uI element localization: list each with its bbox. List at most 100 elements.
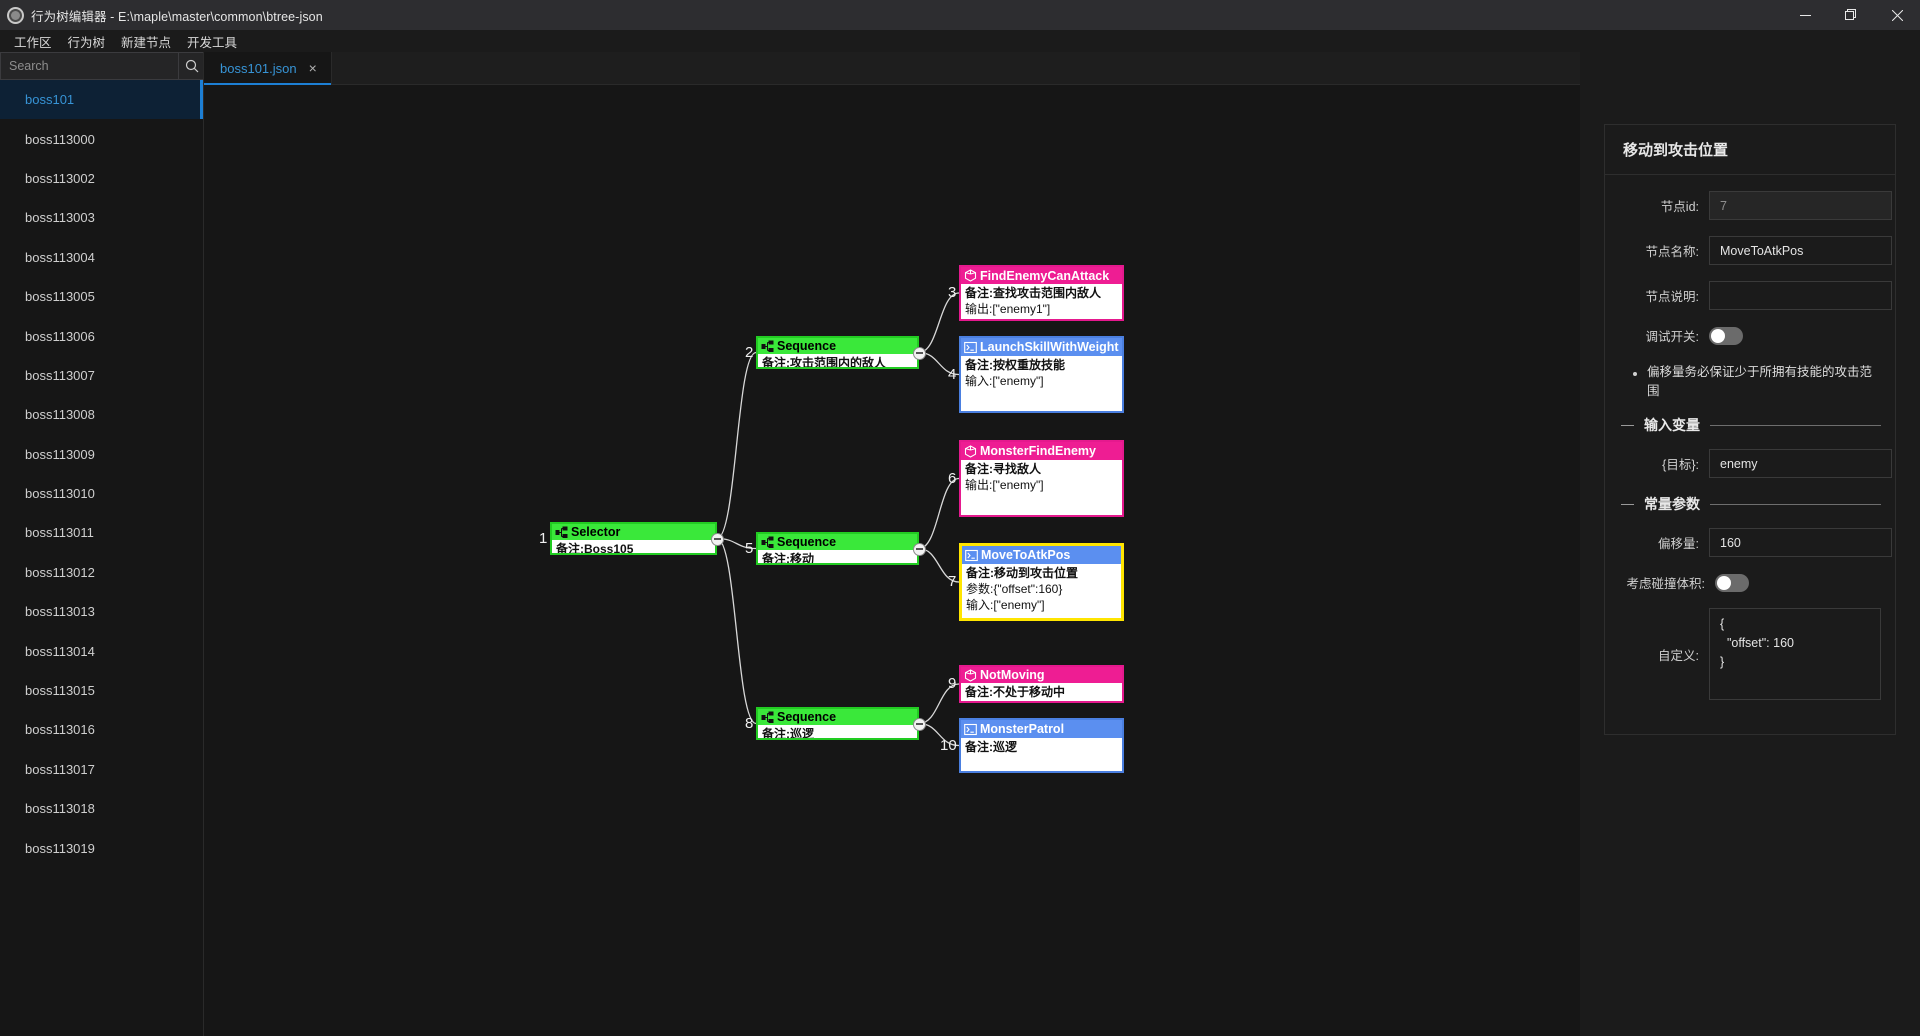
sidebar-item-boss113015[interactable]: boss113015 <box>0 671 203 710</box>
node-header: FindEnemyCanAttack <box>961 267 1122 284</box>
sidebar-item-label: boss113014 <box>25 643 95 659</box>
node-detail-line: 备注:查找攻击范围内敌人 <box>965 286 1101 300</box>
node-desc-input[interactable] <box>1709 281 1892 310</box>
debug-switch-toggle[interactable] <box>1709 326 1743 345</box>
node-detail-line: 备注:巡逻 <box>762 727 814 740</box>
sidebar-item-boss113000[interactable]: boss113000 <box>0 119 203 158</box>
node-collapse-port[interactable] <box>913 717 926 731</box>
node-body: 备注:移动 <box>758 550 917 563</box>
sidebar-item-boss113014[interactable]: boss113014 <box>0 631 203 670</box>
close-icon[interactable] <box>1874 0 1920 30</box>
sidebar-item-boss113004[interactable]: boss113004 <box>0 238 203 277</box>
hint-text: 偏移量务必保证少于所拥有技能的攻击范围 <box>1647 365 1873 398</box>
sidebar-item-boss113019[interactable]: boss113019 <box>0 828 203 867</box>
hint-note: 偏移量务必保证少于所拥有技能的攻击范围 <box>1633 361 1881 399</box>
sidebar-item-boss113005[interactable]: boss113005 <box>0 277 203 316</box>
node-detail-line: 备注:攻击范围内的敌人 <box>762 356 886 369</box>
sidebar-item-label: boss113006 <box>25 328 95 344</box>
node-type-label: LaunchSkillWithWeight <box>980 340 1119 354</box>
sidebar-item-boss113007[interactable]: boss113007 <box>0 356 203 395</box>
search-row <box>0 52 203 80</box>
action-icon <box>964 723 977 735</box>
sidebar-item-boss113012[interactable]: boss113012 <box>0 553 203 592</box>
sidebar-item-boss113017[interactable]: boss113017 <box>0 750 203 789</box>
sidebar-item-boss113013[interactable]: boss113013 <box>0 592 203 631</box>
sidebar-item-label: boss113002 <box>25 170 95 186</box>
properties-card: 移动到攻击位置 节点id: 节点名称: 节点说明: <box>1604 124 1896 735</box>
sidebar-item-boss113010[interactable]: boss113010 <box>0 474 203 513</box>
sidebar-item-boss113016[interactable]: boss113016 <box>0 710 203 749</box>
sidebar-item-boss113002[interactable]: boss113002 <box>0 159 203 198</box>
search-input[interactable] <box>0 52 178 80</box>
node-index-label: 3 <box>948 284 957 301</box>
node-desc-label: 节点说明: <box>1645 290 1699 304</box>
node-body: 备注:按权重放技能输入:["enemy"] <box>961 356 1122 411</box>
sidebar-item-boss113018[interactable]: boss113018 <box>0 789 203 828</box>
sidebar-item-label: boss113007 <box>25 367 95 383</box>
node-collapse-port[interactable] <box>913 346 926 360</box>
debug-switch-label: 调试开关: <box>1645 330 1699 344</box>
node-index-label: 8 <box>745 714 754 732</box>
node-name-input[interactable] <box>1709 236 1892 265</box>
menu-item-workspace[interactable]: 工作区 <box>14 35 52 50</box>
field-node-desc: 节点说明: <box>1615 281 1892 310</box>
sidebar-item-label: boss113008 <box>25 407 95 423</box>
bullet-icon <box>1633 372 1637 376</box>
collapse-icon[interactable] <box>1621 503 1634 505</box>
minimize-icon[interactable] <box>1782 0 1828 30</box>
sidebar-item-label: boss113004 <box>25 249 95 265</box>
graph-edge <box>716 351 757 540</box>
graph-node-LaunchSkillWithWeight[interactable]: LaunchSkillWithWeight 备注:按权重放技能输入:["enemy… <box>959 336 1124 413</box>
node-detail-line: 备注:Boss105 <box>556 542 634 555</box>
input-target-input[interactable] <box>1709 449 1892 478</box>
node-body: 备注:寻找敌人输出:["enemy"] <box>961 460 1122 515</box>
restore-icon[interactable] <box>1828 0 1874 30</box>
toggle-knob <box>1711 328 1725 343</box>
sidebar-item-label: boss113009 <box>25 446 95 462</box>
tab-strip: boss101.json × <box>204 52 1580 85</box>
close-icon[interactable]: × <box>308 60 317 76</box>
menu-item-behavior-tree[interactable]: 行为树 <box>67 35 106 50</box>
search-icon[interactable] <box>178 52 203 80</box>
properties-panel: 移动到攻击位置 节点id: 节点名称: 节点说明: <box>1580 52 1920 1036</box>
node-header: MoveToAtkPos <box>962 546 1121 564</box>
node-index-label: 2 <box>745 343 754 361</box>
custom-textarea[interactable]: { "offset": 160 } <box>1709 608 1881 700</box>
sidebar-item-boss113009[interactable]: boss113009 <box>0 435 203 474</box>
node-index-label: 4 <box>948 365 957 383</box>
action-icon <box>964 341 977 353</box>
sidebar-item-boss113003[interactable]: boss113003 <box>0 198 203 237</box>
menu-item-new-node[interactable]: 新建节点 <box>121 35 172 50</box>
menu-item-dev-tools[interactable]: 开发工具 <box>187 35 238 50</box>
sidebar-item-boss113008[interactable]: boss113008 <box>0 395 203 434</box>
condition-icon <box>964 444 977 458</box>
tab-boss101-json[interactable]: boss101.json × <box>204 52 332 85</box>
sidebar-item-boss101[interactable]: boss101 <box>0 80 203 120</box>
collapse-icon[interactable] <box>1621 424 1634 426</box>
properties-body: 节点id: 节点名称: 节点说明: 调试开关: <box>1605 175 1895 734</box>
sidebar-item-label: boss113011 <box>25 525 94 541</box>
sidebar-item-boss113006[interactable]: boss113006 <box>0 316 203 355</box>
offset-input[interactable] <box>1709 528 1892 557</box>
sidebar-item-boss113011[interactable]: boss113011 <box>0 513 203 552</box>
node-detail-line: 备注:巡逻 <box>965 740 1017 754</box>
field-offset: 偏移量: <box>1615 528 1892 557</box>
node-collapse-port[interactable] <box>711 532 724 546</box>
node-body: 备注:Boss105 <box>552 540 715 555</box>
node-collapse-port[interactable] <box>913 542 926 556</box>
collision-toggle[interactable] <box>1715 573 1749 592</box>
node-type-label: Sequence <box>777 535 837 549</box>
window-controls <box>1782 0 1920 30</box>
